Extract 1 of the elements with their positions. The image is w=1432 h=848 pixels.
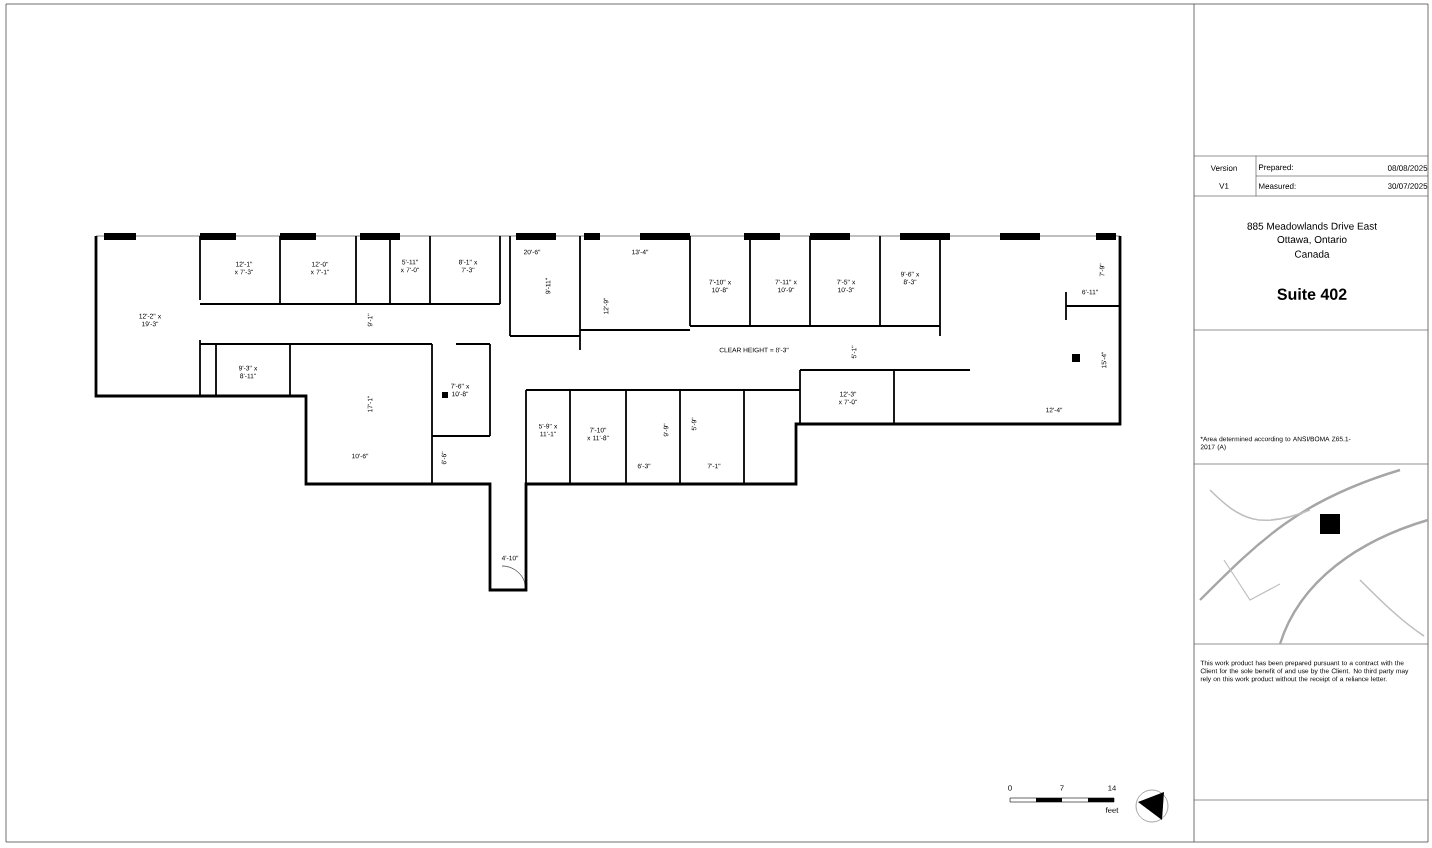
suite-title: Suite 402 — [1277, 288, 1347, 300]
